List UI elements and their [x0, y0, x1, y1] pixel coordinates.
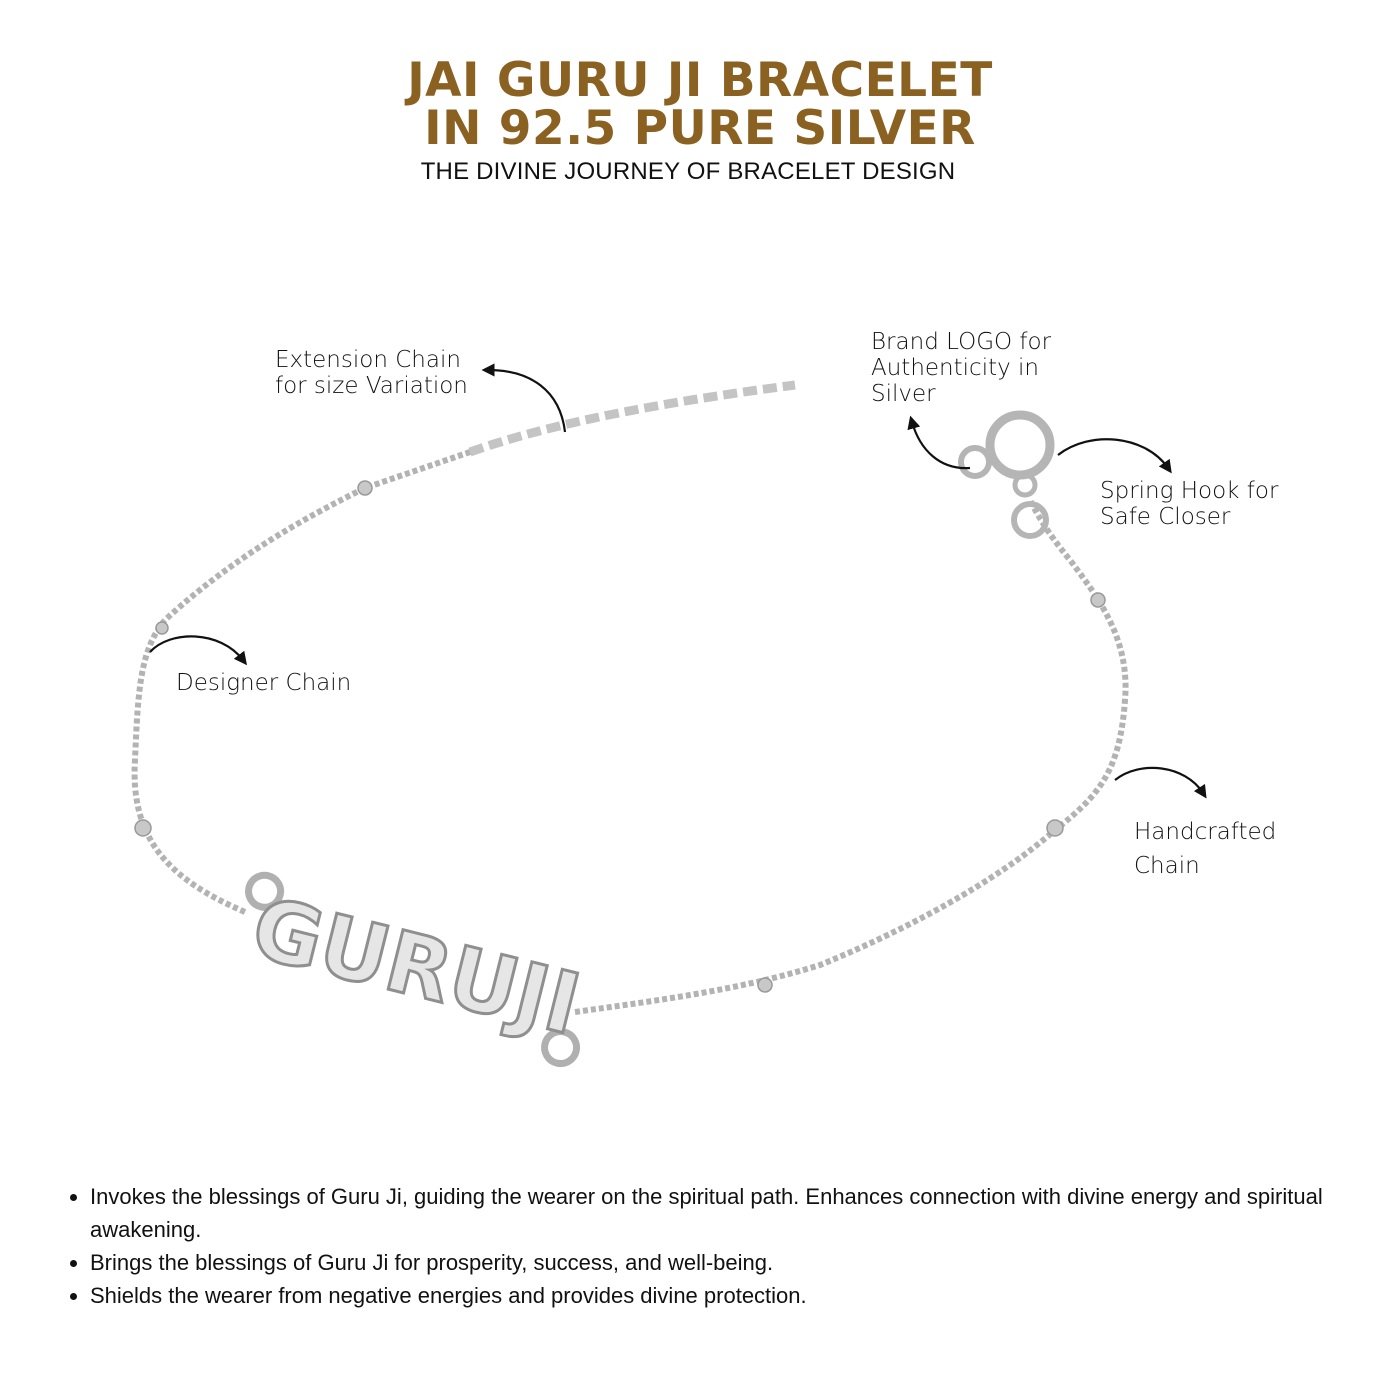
- extension-chain: [468, 380, 796, 457]
- page-subtitle: THE DIVINE JOURNEY OF BRACELET DESIGN: [420, 158, 956, 185]
- feature-list: Invokes the blessings of Guru Ji, guidin…: [70, 1180, 1390, 1312]
- page-title: JAI GURU JI BRACELET IN 92.5 PURE SILVER: [0, 57, 1400, 153]
- chain-right: [574, 498, 1129, 1015]
- label-line: Brand LOGO for: [871, 329, 1052, 355]
- feature-item: Invokes the blessings of Guru Ji, guidin…: [90, 1180, 1390, 1246]
- arrow-designer-icon: [149, 635, 248, 666]
- feature-item: Brings the blessings of Guru Ji for pros…: [90, 1246, 1390, 1279]
- feature-item: Shields the wearer from negative energie…: [90, 1279, 1390, 1312]
- title-line-1: JAI GURU JI BRACELET: [407, 53, 993, 108]
- title-line-2: IN 92.5 PURE SILVER: [424, 101, 976, 156]
- label-brand-logo: Brand LOGO for Authenticity in Silver: [871, 329, 1051, 407]
- label-line: Handcrafted: [1134, 819, 1277, 845]
- chain-beads: [134, 480, 1106, 993]
- label-spring-hook: Spring Hook for Safe Closer: [1100, 478, 1278, 530]
- arrow-logo-icon: [907, 415, 971, 470]
- label-line: Authenticity in: [871, 355, 1039, 381]
- label-handcrafted-chain: Handcrafted Chain: [1134, 815, 1276, 883]
- spring-hook-clasp: [958, 410, 1055, 539]
- label-line: Safe Closer: [1100, 504, 1231, 530]
- label-line: for size Variation: [275, 373, 468, 399]
- label-designer-chain: Designer Chain: [176, 670, 351, 696]
- label-line: Silver: [871, 381, 936, 407]
- label-line: Chain: [1134, 853, 1200, 879]
- label-line: Extension Chain: [275, 347, 461, 373]
- label-line: Spring Hook for: [1100, 478, 1279, 504]
- label-line: Designer Chain: [176, 670, 352, 696]
- chain-left: [131, 449, 471, 915]
- label-extension-chain: Extension Chain for size Variation: [275, 347, 468, 399]
- guruji-pendant: GURUJI: [241, 871, 591, 1068]
- arrow-spring-icon: [1057, 438, 1172, 474]
- arrow-handcrafted-icon: [1114, 766, 1207, 799]
- pendant-text: GURUJI: [243, 878, 589, 1054]
- arrow-extension-icon: [481, 363, 567, 433]
